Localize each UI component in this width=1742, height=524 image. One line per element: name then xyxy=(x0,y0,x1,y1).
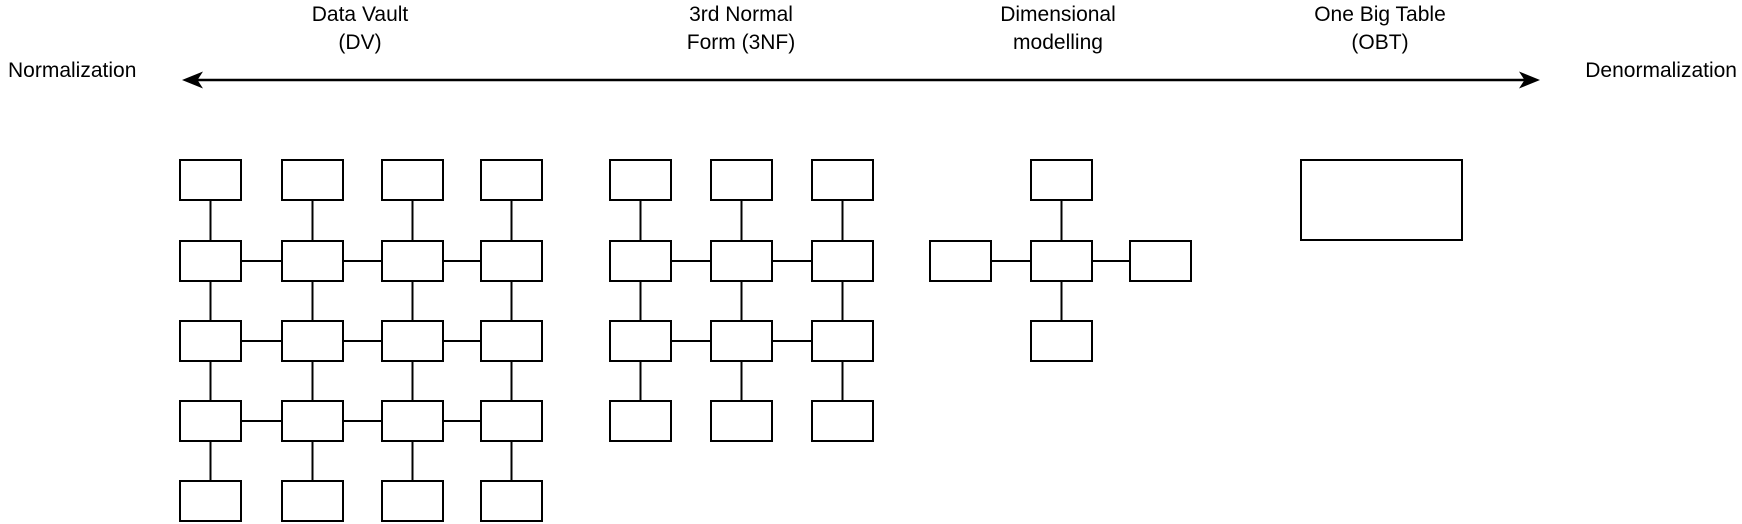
third-normal-form-table-box xyxy=(710,320,773,362)
one-big-table-box xyxy=(1300,159,1463,241)
label-one-big-table: One Big Table (OBT) xyxy=(1314,3,1446,54)
data-vault-table-box xyxy=(179,159,242,201)
data-vault-table-box xyxy=(480,159,543,201)
third-normal-form-table-box xyxy=(811,320,874,362)
data-vault-table-box xyxy=(480,320,543,362)
data-vault-table-box xyxy=(281,159,344,201)
data-vault-table-box xyxy=(381,320,444,362)
data-vault-table-box xyxy=(281,480,344,522)
data-vault-table-box xyxy=(179,480,242,522)
spectrum-arrowhead-left xyxy=(182,71,203,89)
third-normal-form-table-box xyxy=(609,320,672,362)
label-normalization: Normalization xyxy=(8,59,137,82)
data-vault-table-box xyxy=(281,320,344,362)
dimensional-modelling-dimension-box xyxy=(1129,240,1192,282)
third-normal-form-table-box xyxy=(609,159,672,201)
data-vault-table-box xyxy=(281,240,344,282)
label-dimensional-modelling: Dimensional modelling xyxy=(1000,3,1116,54)
dimensional-modelling-fact-box xyxy=(1030,240,1093,282)
dimensional-modelling-dimension-box xyxy=(1030,159,1093,201)
third-normal-form-table-box xyxy=(710,400,773,442)
label-data-vault: Data Vault (DV) xyxy=(311,3,409,54)
data-vault-table-box xyxy=(281,400,344,442)
third-normal-form-table-box xyxy=(609,240,672,282)
third-normal-form-table-box xyxy=(811,240,874,282)
label-third-normal-form: 3rd Normal Form (3NF) xyxy=(686,3,796,54)
data-vault-table-box xyxy=(381,159,444,201)
data-vault-table-box xyxy=(480,400,543,442)
spectrum-arrowhead-right xyxy=(1519,71,1540,89)
dimensional-modelling-dimension-box xyxy=(1030,320,1093,362)
data-vault-table-box xyxy=(381,400,444,442)
third-normal-form-table-box xyxy=(710,240,773,282)
data-vault-table-box xyxy=(179,320,242,362)
data-vault-table-box xyxy=(480,240,543,282)
data-vault-table-box xyxy=(381,240,444,282)
dimensional-modelling-dimension-box xyxy=(929,240,992,282)
third-normal-form-table-box xyxy=(811,400,874,442)
data-vault-table-box xyxy=(179,240,242,282)
third-normal-form-table-box xyxy=(609,400,672,442)
data-vault-table-box xyxy=(179,400,242,442)
third-normal-form-table-box xyxy=(710,159,773,201)
data-vault-table-box xyxy=(480,480,543,522)
data-vault-table-box xyxy=(381,480,444,522)
third-normal-form-table-box xyxy=(811,159,874,201)
label-denormalization: Denormalization xyxy=(1585,59,1737,82)
